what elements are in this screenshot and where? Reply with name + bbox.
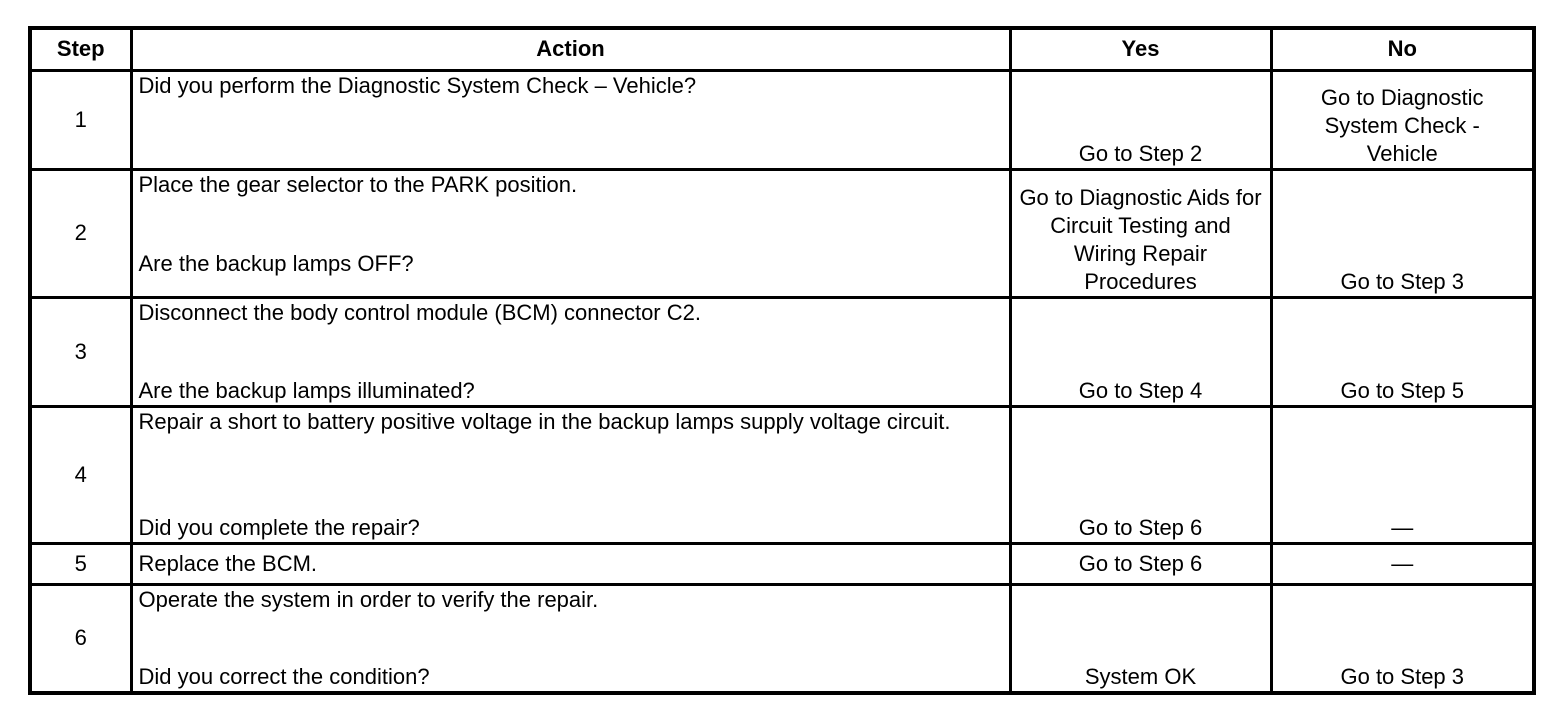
action-cell: Operate the system in order to verify th… [129, 582, 1012, 695]
table-row: 1 Did you perform the Diagnostic System … [28, 68, 1536, 171]
no-text: Go to Diagnostic System Check - Vehicle [1320, 84, 1484, 166]
table-row: 2 Place the gear selector to the PARK po… [28, 167, 1536, 299]
action-text: Repair a short to battery positive volta… [138, 408, 951, 434]
action-text: Place the gear selector to the PARK posi… [138, 171, 578, 197]
step-number: 3 [28, 295, 133, 408]
no-cell: Go to Step 3 [1269, 167, 1536, 299]
step-number: 1 [28, 68, 133, 171]
header-row: Step Action Yes No [28, 26, 1536, 72]
action-cell: Place the gear selector to the PARK posi… [129, 167, 1012, 299]
step-number: 5 [28, 541, 133, 586]
action-text: Operate the system in order to verify th… [138, 586, 599, 612]
action-question: Did you complete the repair? [138, 514, 420, 540]
yes-cell: Go to Step 4 [1008, 295, 1273, 408]
yes-cell: System OK [1008, 582, 1273, 695]
action-cell: Disconnect the body control module (BCM)… [129, 295, 1012, 408]
table-row: 4 Repair a short to battery positive vol… [28, 404, 1536, 545]
action-question: Did you correct the condition? [138, 664, 430, 689]
action-question: Are the backup lamps illuminated? [138, 377, 475, 403]
table-row: 6 Operate the system in order to verify … [28, 582, 1536, 695]
action-cell: Replace the BCM. [129, 541, 1012, 586]
table-row: 3 Disconnect the body control module (BC… [28, 295, 1536, 408]
action-text: Replace the BCM. [138, 550, 318, 576]
action-cell: Repair a short to battery positive volta… [129, 404, 1012, 545]
yes-cell: Go to Step 2 [1008, 68, 1273, 171]
header-yes: Yes [1008, 26, 1273, 72]
action-text: Did you perform the Diagnostic System Ch… [138, 72, 697, 98]
action-question: Are the backup lamps OFF? [138, 250, 414, 276]
no-cell: Go to Step 3 [1269, 582, 1536, 695]
step-number: 2 [28, 167, 133, 299]
step-number: 6 [28, 582, 133, 695]
header-no: No [1269, 26, 1536, 72]
table-row: 5 Replace the BCM. Go to Step 6 — [28, 541, 1536, 586]
header-step: Step [28, 26, 133, 72]
no-cell: — [1269, 541, 1536, 586]
step-number: 4 [28, 404, 133, 545]
yes-cell: Go to Step 6 [1008, 541, 1273, 586]
action-cell: Did you perform the Diagnostic System Ch… [129, 68, 1012, 171]
no-cell: — [1269, 404, 1536, 545]
no-cell: Go to Step 5 [1269, 295, 1536, 408]
header-action: Action [129, 26, 1012, 72]
yes-cell: Go to Diagnostic Aids for Circuit Testin… [1008, 167, 1273, 299]
no-cell: Go to Diagnostic System Check - Vehicle [1269, 68, 1536, 171]
yes-cell: Go to Step 6 [1008, 404, 1273, 545]
diagnostic-table: Step Action Yes No 1 Did you perform the… [28, 26, 1536, 695]
action-text: Disconnect the body control module (BCM)… [138, 299, 701, 325]
